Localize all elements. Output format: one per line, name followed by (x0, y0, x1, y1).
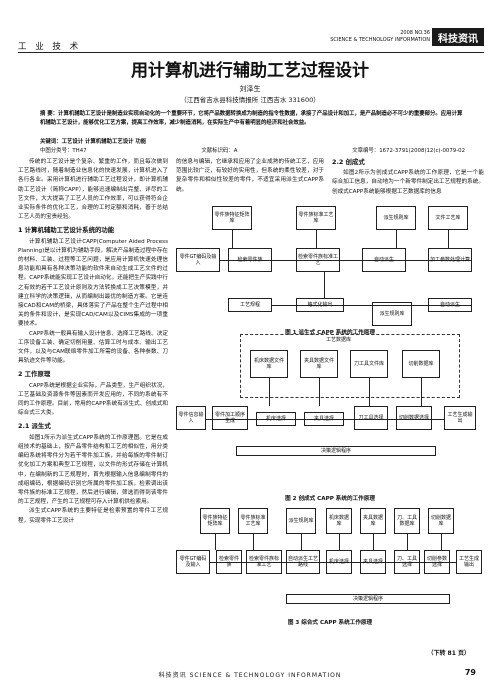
sequence-box: 零件加工顺序生成 (212, 406, 248, 430)
connector (373, 534, 374, 550)
figure-3: 零件族特征矩阵库 零件族标准工艺库 派生规则库 机床数据库 夹具数据库 刀、工具… (176, 508, 484, 658)
issue-number: 2008 NO.36 (400, 30, 430, 36)
process-plan-box: 工艺规程 (228, 298, 272, 312)
header-rule (18, 52, 484, 53)
subsection-heading: 2.1 派生式 (18, 422, 51, 431)
database-group-title: 工艺数据库 (326, 337, 352, 343)
part-info-box: 零件信息输入 (176, 406, 206, 430)
connector (407, 534, 408, 550)
paragraph: CAPP系统一般具有输入设计信息、选择工艺路线、决定工序设备工装、确定切削用量、… (18, 330, 168, 365)
m-input-box: 零件GT编码及输入 (176, 550, 210, 574)
zone-matrix-box: 零件族特征矩阵库 (212, 206, 252, 230)
paragraph: 计算机辅助工艺设计CAPP(Computer Aided Process Pla… (18, 238, 168, 328)
cutting-select-box: 切削数据选择 (396, 406, 432, 430)
page-number: 79 (464, 668, 476, 677)
figure-1-caption: 图 1 派生式 CAPP 系统的工作原理 (285, 330, 375, 336)
derivation-rules-box: 派生规则库 (376, 206, 416, 230)
article-title: 用计算机进行辅助工艺过程设计 (131, 61, 369, 81)
cutting-data-box: 切削数据库 (402, 350, 440, 378)
article-number: 文章编号：1672-3791(2008)12(c)-0079-02 (352, 148, 465, 154)
body-column-3: 2.2 创成式 如图2所示为创成式CAPP系统的工作原理，它是一个能综合加工信息… (332, 158, 484, 197)
footer-journal: 科技资讯 SCIENCE & TECHNOLOGY INFORMATION (158, 672, 342, 679)
section-heading: 2 工作原理 (18, 370, 51, 379)
body-column-2: 的信息与编辑，它继承和应用了企业成熟的传统工艺，应用范围比较广泛，有较好的实用性… (176, 158, 324, 195)
keywords: 关键词：工艺设计 计算机辅助工艺设计 功能 (40, 139, 147, 145)
derivation-rules-box-2: 派生规则库 (372, 302, 412, 326)
tool-select-box: 刀工具选择 (354, 406, 388, 430)
figure-2: 工艺数据库 机床数据文件库 夹具数据文件库 刀工具文件库 切削数据库 零件信息输… (176, 334, 484, 504)
t-standard-box: 零件族标准工艺库 (238, 508, 268, 534)
paragraph: 如图2所示为创成式CAPP系统的工作原理，它是一个能综合加工信息，自动地为一个新… (332, 170, 484, 195)
connector (272, 305, 472, 306)
connector (369, 378, 370, 406)
connector (448, 230, 449, 248)
connector (396, 230, 397, 248)
affiliation: （江西省吉水县科技情报所 江西吉水 331600） (180, 96, 320, 104)
t-fixture-box: 夹具数据库 (360, 508, 386, 534)
decision-logic-box-3: 决策逻辑程序 (286, 594, 450, 604)
database-group (240, 334, 460, 398)
decision-logic-box: 决策逻辑程序 (236, 446, 436, 456)
journal-info: 2008 NO.36 SCIENCE & TECHNOLOGY INFORMAT… (330, 30, 430, 44)
paragraph: 如图1所示为派生式CAPP系统的工作原理图。它是在成组技术的基础上，按产品零件结… (18, 434, 168, 506)
connector (324, 272, 325, 298)
connector (339, 534, 340, 550)
t-cutting-box: 切削数据库 (428, 508, 454, 534)
journal-logo: 科技资讯 (432, 28, 484, 46)
body-column-1: 传统的工艺设计是个复杂、繁重的工作，而且每次做到工艺路线时，随着制造业信息化的快… (18, 158, 168, 526)
m-output-box: 工艺生成输出 (456, 550, 482, 574)
connector (232, 230, 233, 248)
continued-note: （下转 81 页） (427, 650, 470, 657)
connector (269, 378, 270, 406)
figure-2-caption: 图 2 创成式 CAPP 系统的工作原理 (285, 496, 375, 502)
connector (206, 419, 444, 420)
t-rules-box: 派生规则库 (286, 508, 316, 534)
connector (421, 378, 422, 406)
figure-1: 零件族特征矩阵库 零件族标准工艺库 派生规则库 文件工艺库 零件GT编码及输入 … (176, 206, 484, 376)
section-label: 工 业 技 术 (18, 42, 82, 52)
subsection-heading: 2.2 创成式 (332, 158, 365, 166)
doc-library-box: 文件工艺库 (428, 206, 468, 230)
connector (210, 562, 456, 563)
connector (441, 534, 442, 550)
connector (253, 534, 254, 550)
tool-data-box: 刀工具文件库 (350, 350, 388, 378)
paragraph: 传统的工艺设计是个复杂、繁重的工作，而且每次做到工艺路线时，随着制造业信息化的快… (18, 159, 168, 221)
abstract: 摘 要：计算机辅助工艺设计是制造业实现自动化的一个重要环节，它将产品数据转换成为… (40, 111, 463, 126)
output-box: 工艺生成输出 (444, 406, 476, 430)
paragraph: CAPP系统是根据企业实际，产品类型，生产组织状况，工艺基础及资源条件等因素而开… (18, 382, 168, 417)
t-tool-box: 刀、工具数据库 (394, 508, 420, 534)
gt-input-box: 零件GT编码及输入 (176, 248, 220, 272)
figure-3-caption: 图 3 综合式 CAPP 系统工作原理 (287, 620, 373, 626)
paragraph: 的信息与编辑，它继承和应用了企业成熟的传统工艺，应用范围比较广泛，有较好的实用性… (176, 159, 324, 193)
connector (215, 534, 216, 550)
machine-data-box: 机床数据文件库 (250, 350, 288, 378)
journal-english-name: SCIENCE & TECHNOLOGY INFORMATION (330, 37, 430, 43)
section-heading: 1 计算机辅助工艺设计系统的功能 (18, 226, 115, 235)
fixture-data-box: 夹具数据文件库 (300, 350, 338, 378)
t-matrix-box: 零件族特征矩阵库 (200, 508, 230, 534)
t-machine-box: 机床数据库 (326, 508, 352, 534)
connector (220, 260, 472, 261)
connector (301, 534, 302, 550)
clc-number: 中图分类号：TH47 (40, 148, 87, 154)
document-code: 文献标识码：A (201, 148, 238, 154)
connector (316, 230, 317, 248)
zone-standard-box: 零件族标准工艺库 (296, 206, 336, 230)
connector (319, 378, 320, 406)
classification-row: 中图分类号：TH47 文献标识码：A 文章编号：1672-3791(2008)1… (40, 146, 465, 154)
paragraph: 派生式CAPP系统的主要特征是检索预置的零件工艺规程，实现零件工艺设计 (18, 508, 168, 524)
author: 刘泽生 (239, 85, 261, 93)
